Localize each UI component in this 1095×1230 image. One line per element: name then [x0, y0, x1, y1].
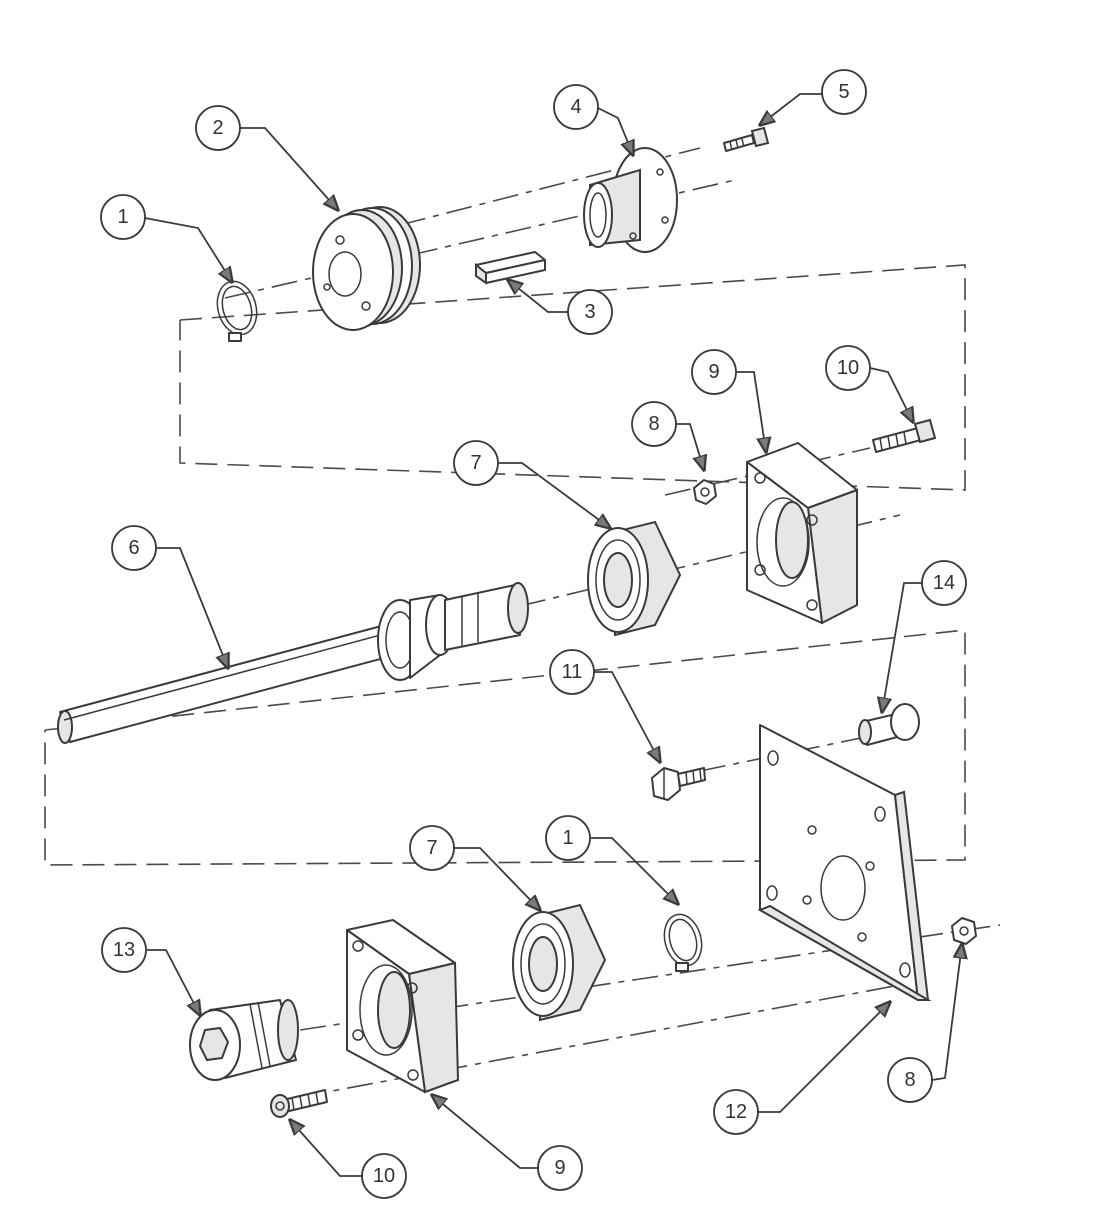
callout-12: 12	[713, 1089, 759, 1135]
upper-assembly-outline	[179, 264, 966, 491]
callout-6-label: 6	[128, 537, 139, 559]
callout-1-upper-label: 1	[117, 206, 128, 228]
key	[475, 251, 546, 285]
callout-9-upper: 9	[691, 349, 737, 395]
bearing-block-upper	[746, 442, 858, 625]
callout-1-upper: 1	[100, 194, 146, 240]
hub-screw	[723, 126, 770, 152]
cap-screw-lower	[270, 1089, 328, 1118]
callout-4-label: 4	[570, 96, 581, 118]
callout-3-label: 3	[584, 301, 595, 323]
pulley	[312, 206, 421, 331]
callout-4: 4	[553, 84, 599, 130]
callout-14-label: 14	[933, 572, 955, 594]
callout-14: 14	[921, 560, 967, 606]
callout-10-upper: 10	[825, 345, 871, 391]
shaft	[57, 582, 529, 744]
callout-10-lower-label: 10	[373, 1165, 395, 1187]
nut-lower	[951, 917, 977, 945]
callout-8-upper: 8	[631, 401, 677, 447]
callout-12-label: 12	[725, 1101, 747, 1123]
callout-1-lower-label: 1	[562, 827, 573, 849]
callout-10-lower: 10	[361, 1153, 407, 1199]
nut-upper	[693, 479, 717, 505]
callout-9-upper-label: 9	[708, 361, 719, 383]
callout-9-lower-label: 9	[554, 1157, 565, 1179]
bearing-block-lower	[346, 919, 460, 1094]
callout-11-label: 11	[562, 661, 583, 683]
flanged-hub	[583, 147, 678, 253]
callout-2-label: 2	[212, 117, 223, 139]
callout-7-upper-label: 7	[470, 452, 481, 474]
bearing-lower	[512, 903, 607, 1022]
spacer-bushing	[858, 703, 920, 746]
callout-1-lower: 1	[545, 815, 591, 861]
hex-bolt	[651, 767, 706, 801]
callout-6: 6	[111, 525, 157, 571]
cap-screw-upper	[872, 418, 937, 453]
callout-7-lower-label: 7	[426, 837, 437, 859]
callout-5: 5	[821, 69, 867, 115]
coupling	[189, 999, 299, 1081]
callout-8-lower: 8	[887, 1057, 933, 1103]
retaining-ring-upper	[216, 280, 258, 342]
mounting-plate	[757, 724, 932, 1001]
callout-3: 3	[567, 289, 613, 335]
retaining-ring-lower	[663, 913, 703, 972]
callout-7-lower: 7	[409, 825, 455, 871]
lower-assembly-outline	[44, 629, 966, 866]
leader-lines	[144, 93, 962, 1177]
callout-13: 13	[101, 927, 147, 973]
bearing-upper	[587, 520, 682, 637]
callout-8-upper-label: 8	[648, 413, 659, 435]
callout-5-label: 5	[838, 81, 849, 103]
callout-10-upper-label: 10	[837, 357, 859, 379]
callout-9-lower: 9	[537, 1145, 583, 1191]
callout-13-label: 13	[113, 939, 135, 961]
callout-11: 11	[549, 649, 595, 695]
callout-8-lower-label: 8	[904, 1069, 915, 1091]
callout-7-upper: 7	[453, 440, 499, 486]
callout-2: 2	[195, 105, 241, 151]
